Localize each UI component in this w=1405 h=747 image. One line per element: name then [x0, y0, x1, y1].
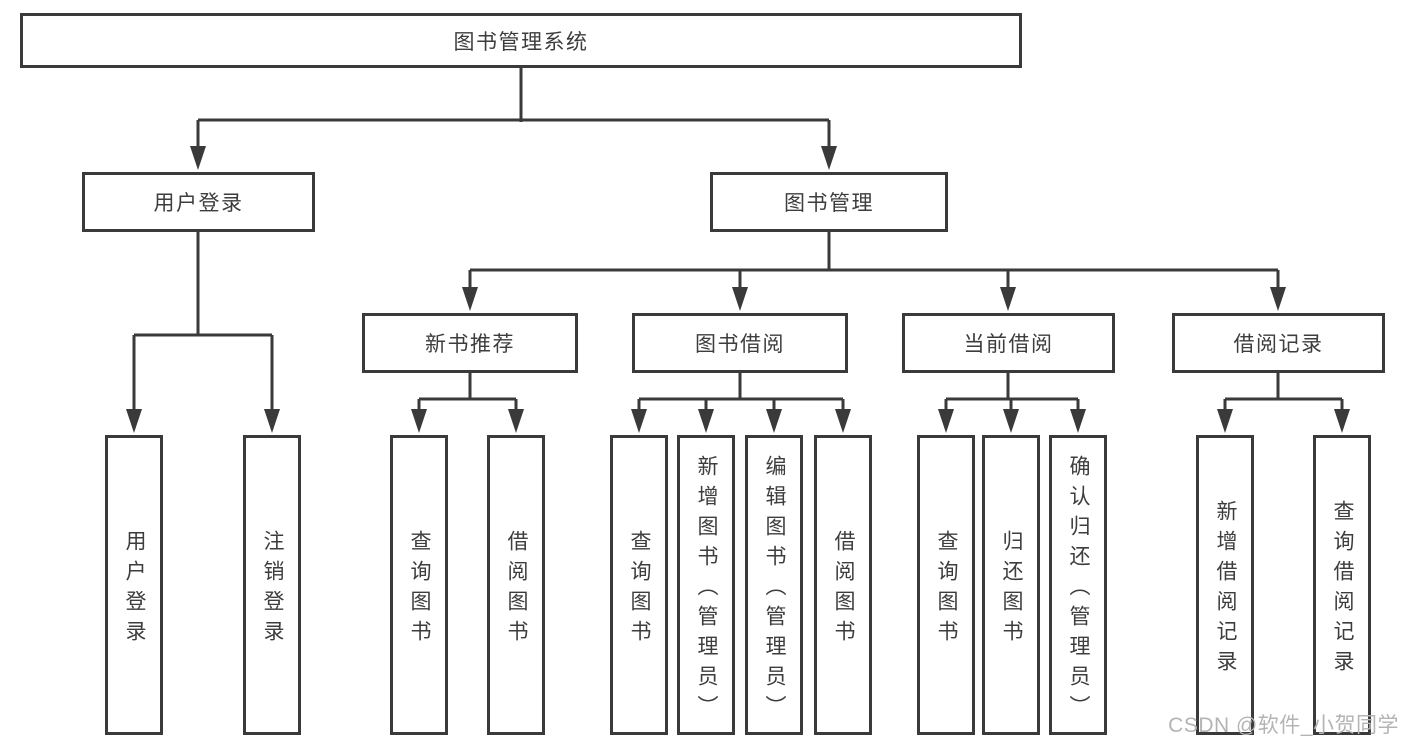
leaf-add-books-admin: 新增图书（管理员）	[677, 435, 735, 735]
node-user-login: 用户登录	[82, 172, 315, 232]
node-new-book-recommendation: 新书推荐	[362, 313, 578, 373]
leaf-query-books-recommendation-label: 查询图书	[408, 529, 431, 650]
leaf-return-books: 归还图书	[982, 435, 1040, 735]
node-current-borrowing: 当前借阅	[902, 313, 1115, 373]
node-book-borrowing: 图书借阅	[632, 313, 848, 373]
node-root: 图书管理系统	[20, 13, 1022, 68]
leaf-borrow-books-recommendation: 借阅图书	[487, 435, 545, 735]
leaf-borrow-books-borrowing-label: 借阅图书	[832, 529, 855, 650]
node-borrowing-records: 借阅记录	[1172, 313, 1385, 373]
leaf-user-login: 用户登录	[105, 435, 163, 735]
csdn-watermark: CSDN @软件_小贺同学	[1168, 714, 1399, 737]
leaf-return-books-label: 归还图书	[1000, 529, 1023, 650]
leaf-query-borrow-record-label: 查询借阅记录	[1331, 499, 1354, 680]
leaf-query-books-recommendation: 查询图书	[390, 435, 448, 735]
leaf-borrow-books-borrowing: 借阅图书	[814, 435, 872, 735]
leaf-confirm-return-admin: 确认归还（管理员）	[1049, 435, 1107, 735]
leaf-query-borrow-record: 查询借阅记录	[1313, 435, 1371, 735]
leaf-query-books-current: 查询图书	[917, 435, 975, 735]
arrowheads	[126, 146, 1350, 433]
node-book-management: 图书管理	[710, 172, 948, 232]
leaf-query-books-borrowing: 查询图书	[610, 435, 668, 735]
leaf-user-login-label: 用户登录	[123, 529, 146, 650]
leaf-add-books-admin-label: 新增图书（管理员）	[695, 454, 718, 725]
leaf-logout: 注销登录	[243, 435, 301, 735]
leaf-logout-label: 注销登录	[261, 529, 284, 650]
leaf-query-books-current-label: 查询图书	[935, 529, 958, 650]
leaf-confirm-return-admin-label: 确认归还（管理员）	[1067, 454, 1090, 725]
leaf-add-borrow-record: 新增借阅记录	[1196, 435, 1254, 735]
leaf-edit-books-admin: 编辑图书（管理员）	[745, 435, 803, 735]
leaf-borrow-books-recommendation-label: 借阅图书	[505, 529, 528, 650]
leaf-add-borrow-record-label: 新增借阅记录	[1214, 499, 1237, 680]
leaf-edit-books-admin-label: 编辑图书（管理员）	[763, 454, 786, 725]
leaf-query-books-borrowing-label: 查询图书	[628, 529, 651, 650]
